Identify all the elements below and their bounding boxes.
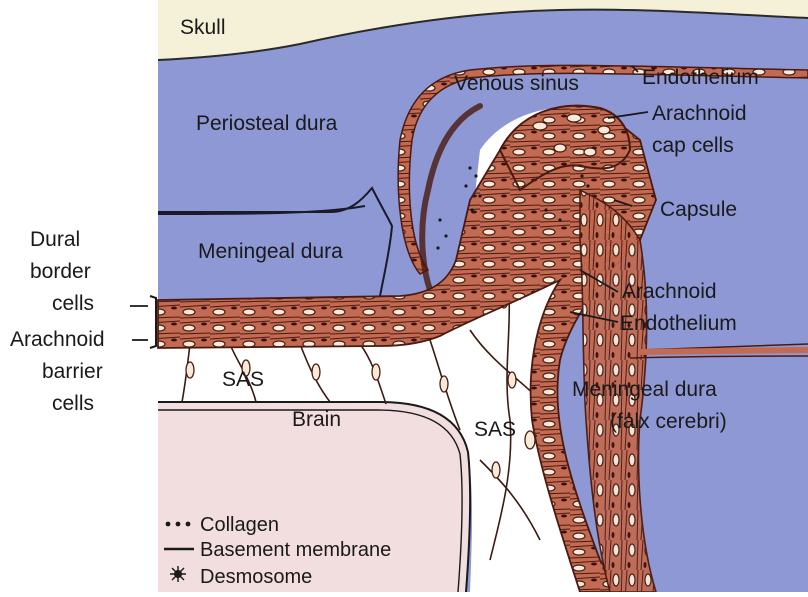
label-brain: Brain (292, 408, 341, 431)
label-meningeal-dura-right-1: Meningeal dura (572, 378, 717, 401)
label-venous-sinus: Venous sinus (454, 72, 579, 95)
label-arachnoid-right: Arachnoid (622, 280, 717, 303)
label-endothelium-right: Endothelium (620, 312, 737, 335)
label-sas-right: SAS (474, 418, 516, 441)
star-icon (170, 566, 186, 582)
label-meningeal-dura-left: Meningeal dura (198, 240, 343, 263)
label-dural-border-1: Dural (30, 228, 80, 251)
label-arachnoid-cap-2: cap cells (652, 134, 734, 157)
dots-icon (166, 522, 191, 527)
legend-label-basement-membrane: Basement membrane (200, 539, 391, 561)
label-arachnoid-barrier-2: barrier (42, 360, 103, 383)
label-capsule: Capsule (660, 198, 737, 221)
label-dural-border-3: cells (52, 292, 94, 315)
label-arachnoid-barrier-1: Arachnoid (10, 328, 105, 351)
legend-label-collagen: Collagen (200, 514, 279, 536)
label-meningeal-dura-right-2: (falx cerebri) (610, 410, 727, 433)
label-skull: Skull (180, 16, 226, 39)
legend-label-desmosome: Desmosome (200, 566, 312, 588)
label-periosteal-dura: Periosteal dura (196, 112, 338, 135)
label-endothelium-top: Endothelium (642, 66, 759, 89)
label-arachnoid-barrier-3: cells (52, 392, 94, 415)
label-sas-left: SAS (222, 368, 264, 391)
label-dural-border-2: border (30, 260, 91, 283)
label-arachnoid-cap-1: Arachnoid (652, 102, 747, 125)
